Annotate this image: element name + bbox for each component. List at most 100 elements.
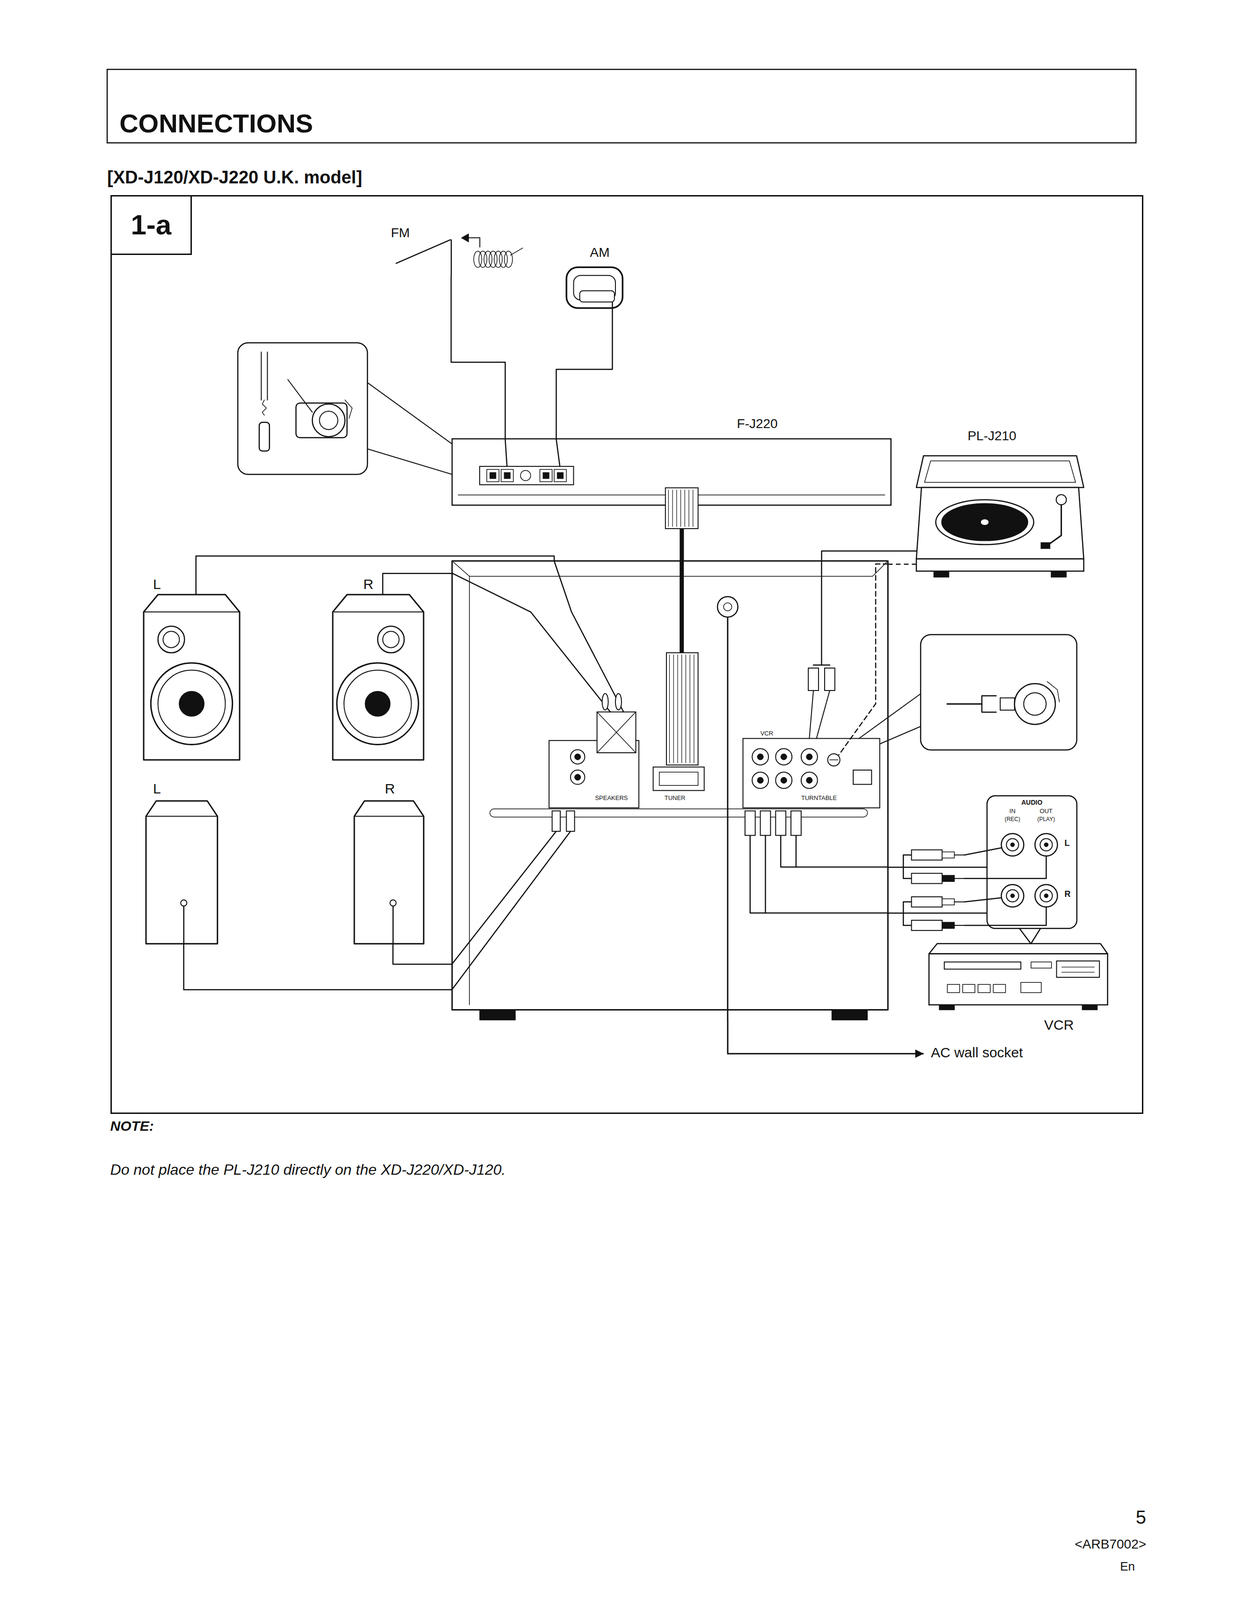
turntable-cable — [820, 561, 823, 666]
connector-cable — [393, 943, 453, 965]
page-title: CONNECTIONS — [119, 110, 314, 137]
cable-coil — [489, 250, 498, 268]
rca-plug — [911, 897, 942, 908]
dust-cover-inner — [924, 461, 1076, 483]
ribbon-stripe — [693, 655, 695, 764]
antenna-label: AM — [590, 246, 610, 260]
ribbon-plug — [666, 653, 699, 766]
ribbon-stripe — [677, 655, 678, 764]
antenna-lead — [450, 239, 453, 276]
speaker-cabinet — [354, 801, 424, 944]
vcr-button — [962, 984, 975, 993]
channel-label: L — [153, 577, 161, 592]
artwork-group — [332, 594, 424, 761]
speaker-wire — [554, 561, 624, 713]
vcr-foot — [938, 1005, 955, 1011]
panel-label: SPEAKERS — [594, 795, 628, 802]
node-artwork — [452, 561, 888, 1021]
terminal-block — [295, 402, 347, 438]
tuner-socket-inner — [659, 772, 699, 786]
connector-cable — [727, 1020, 924, 1054]
plug-cable — [903, 867, 912, 879]
note-heading: NOTE: — [110, 1119, 154, 1134]
plug-cable — [964, 898, 1002, 903]
connector-cable — [887, 563, 917, 566]
rca-jack — [1034, 884, 1058, 908]
rca-plug — [760, 811, 771, 836]
turntable-cable — [816, 690, 830, 739]
spindle — [980, 519, 989, 526]
ground-terminal — [520, 470, 531, 481]
antenna-terminal — [540, 469, 553, 482]
ac-wall-socket: AC wall socket — [923, 1045, 1026, 1063]
terminal-screw — [542, 472, 549, 479]
rca-jack — [1039, 890, 1053, 903]
woofer-cap — [179, 692, 205, 717]
destination-label: AC wall socket — [930, 1045, 1024, 1061]
cable-coil — [498, 250, 507, 268]
connector-cable — [382, 573, 453, 596]
woofer — [336, 663, 419, 746]
callout-pointer — [1018, 927, 1041, 944]
node-artwork — [146, 801, 218, 944]
antenna-wire — [395, 239, 451, 264]
surround-jack — [574, 774, 581, 781]
record — [942, 504, 1028, 542]
connector-cable — [821, 551, 917, 562]
woofer — [343, 670, 412, 739]
vcr-button — [977, 984, 990, 993]
terminal-knob — [319, 411, 338, 430]
tuner-socket — [653, 767, 705, 791]
rca-plug — [911, 873, 942, 885]
cabinet-edge — [354, 816, 424, 818]
cable-end — [510, 248, 523, 256]
screw-thread — [1000, 698, 1015, 711]
channel-label: L — [153, 782, 161, 797]
vcr-cable — [780, 835, 888, 868]
plug-cable — [903, 913, 912, 926]
terminal-cross — [597, 712, 637, 754]
tuner-unit: F-J220 — [452, 438, 892, 506]
plug-cable — [964, 856, 1046, 879]
artwork-group — [566, 267, 623, 312]
cable-coil — [504, 250, 512, 268]
ac-cord — [726, 617, 729, 1021]
ribbon-stripe — [676, 490, 677, 527]
rca-jack — [1006, 839, 1019, 852]
rear-rail — [490, 809, 868, 818]
channel-label: L — [1064, 839, 1070, 848]
pin-sleeve — [259, 422, 270, 452]
artwork-group — [395, 233, 523, 276]
dc-output — [853, 770, 872, 786]
rca-plug-tip — [942, 875, 955, 882]
turn-arrow — [344, 400, 352, 419]
rca-pin — [954, 878, 965, 880]
jack-label: (PLAY) — [1037, 816, 1055, 823]
jack-label: (REC) — [1004, 816, 1021, 823]
channel-label: R — [363, 577, 374, 592]
am-lead — [556, 438, 561, 470]
gnd-terminal — [827, 754, 841, 767]
ribbon-stripe — [672, 490, 673, 527]
surround-speaker: R — [354, 801, 424, 944]
ribbon-stripe — [681, 655, 682, 764]
cable-coil — [473, 250, 482, 268]
platter — [936, 500, 1034, 546]
channel-label: R — [384, 782, 395, 797]
rca-plug — [552, 811, 561, 833]
document-code: <ARB7002> — [1075, 1538, 1147, 1552]
rca-jack — [775, 749, 792, 766]
rca-plug — [566, 811, 575, 833]
dust-cover — [916, 456, 1084, 489]
ribbon-stripe — [688, 490, 689, 527]
rca-jack — [775, 772, 792, 790]
model-heading: [XD-J120/XD-J220 U.K. model] — [107, 168, 363, 187]
cabinet-edge — [332, 611, 424, 613]
cord-grommet — [723, 603, 732, 612]
vcr-display — [1056, 961, 1100, 978]
rca-plug — [790, 811, 802, 836]
panel-label: VCR — [760, 730, 774, 737]
gnd-screw — [829, 760, 838, 761]
rca-jack — [1010, 893, 1015, 899]
